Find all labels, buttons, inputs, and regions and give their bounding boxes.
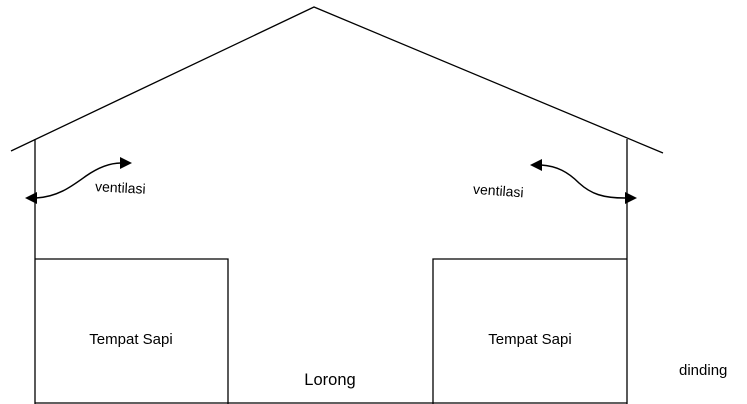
right-ventilation-label: ventilasi — [473, 181, 525, 200]
aisle-label: Lorong — [304, 371, 355, 389]
right-ventilation-arrow — [530, 159, 637, 204]
right-ventilation-arrowhead-inner — [530, 159, 542, 171]
left-ventilation-arrow — [25, 157, 132, 204]
right-stall-label: Tempat Sapi — [488, 331, 571, 348]
left-ventilation-label: ventilasi — [95, 178, 146, 197]
wall-label: dinding — [679, 362, 727, 379]
right-stall-box — [432, 258, 627, 404]
right-ventilation-curve — [540, 164, 626, 199]
left-ventilation-curve — [35, 162, 122, 199]
left-stall-label: Tempat Sapi — [89, 331, 172, 348]
roof-line — [10, 6, 664, 154]
left-ventilation-arrowhead-outer — [25, 192, 37, 204]
right-ventilation-arrowhead-outer — [625, 192, 637, 204]
left-ventilation-arrowhead-inner — [120, 157, 132, 169]
left-stall-box — [35, 258, 229, 404]
